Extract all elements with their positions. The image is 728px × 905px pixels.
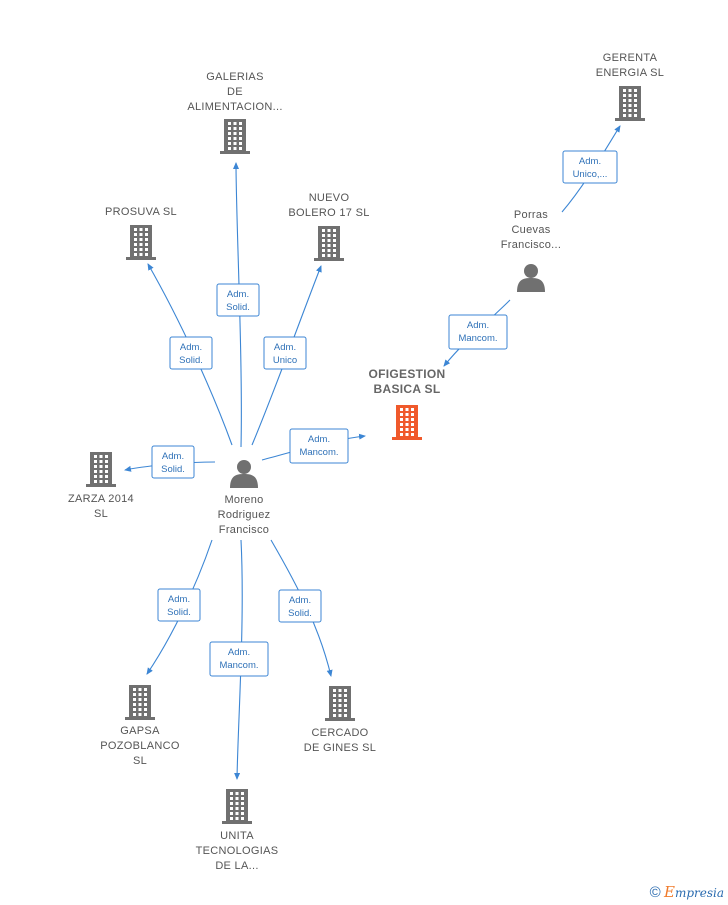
edge-moreno-to-unita: Adm. Mancom. bbox=[209, 539, 269, 780]
edge-role-text: Adm. bbox=[180, 342, 202, 353]
node-label: UNITA bbox=[220, 830, 254, 842]
building-icon bbox=[222, 789, 252, 824]
edge-role-badge[interactable]: Adm. Solid. bbox=[157, 588, 201, 622]
edge-moreno-to-zarza: Adm. Solid. bbox=[124, 445, 216, 479]
edge-role-badge[interactable]: Adm. Solid. bbox=[169, 336, 213, 370]
edge-role-text: Mancom. bbox=[458, 333, 497, 344]
node-label: BASICA SL bbox=[374, 382, 441, 396]
node-nuevo[interactable]: NUEVO BOLERO 17 SL bbox=[288, 192, 369, 261]
node-prosuva[interactable]: PROSUVA SL bbox=[105, 206, 177, 260]
node-label: POZOBLANCO bbox=[100, 740, 180, 752]
edge-role-text: Adm. bbox=[308, 434, 330, 445]
edge-role-badge[interactable]: Adm. Solid. bbox=[278, 589, 322, 623]
node-label: OFIGESTION bbox=[368, 367, 445, 381]
edge-moreno-to-gapsa: Adm. Solid. bbox=[146, 539, 213, 675]
edge-role-text: Solid. bbox=[161, 464, 185, 475]
building-icon bbox=[615, 86, 645, 121]
building-icon bbox=[86, 452, 116, 487]
node-label: GERENTA bbox=[603, 52, 658, 64]
node-label: DE bbox=[227, 86, 243, 98]
copyright-symbol: © bbox=[649, 884, 661, 901]
node-label: TECNOLOGIAS bbox=[196, 845, 279, 857]
node-label: ALIMENTACION... bbox=[187, 101, 282, 113]
node-label: CERCADO bbox=[311, 727, 368, 739]
edge-role-text: Adm. bbox=[289, 595, 311, 606]
edge-role-text: Adm. bbox=[274, 342, 296, 353]
node-gapsa[interactable]: GAPSA POZOBLANCO SL bbox=[100, 685, 180, 767]
edge-role-text: Adm. bbox=[227, 289, 249, 300]
node-cercado[interactable]: CERCADO DE GINES SL bbox=[304, 686, 376, 754]
node-label: DE LA... bbox=[215, 860, 258, 872]
node-label: Moreno bbox=[224, 494, 263, 506]
edge-role-badge[interactable]: Adm. Solid. bbox=[216, 283, 260, 317]
building-icon bbox=[392, 405, 422, 440]
brand-logo: © Empresia bbox=[650, 883, 724, 901]
building-icon bbox=[325, 686, 355, 721]
edge-role-badge[interactable]: Adm. Unico bbox=[263, 336, 307, 370]
node-label: Francisco... bbox=[501, 239, 561, 251]
edge-role-text: Unico,... bbox=[573, 169, 608, 180]
brand-name: mpresia bbox=[674, 886, 724, 900]
building-icon bbox=[314, 226, 344, 261]
node-galerias[interactable]: GALERIAS DE ALIMENTACION... bbox=[187, 71, 282, 154]
person-icon bbox=[517, 264, 545, 292]
node-label: GALERIAS bbox=[206, 71, 263, 83]
person-icon bbox=[230, 460, 258, 488]
building-icon bbox=[126, 225, 156, 260]
node-label: Cuevas bbox=[511, 224, 550, 236]
edge-role-badge[interactable]: Adm. Unico,... bbox=[562, 150, 618, 184]
building-icon bbox=[220, 119, 250, 154]
node-label: SL bbox=[133, 755, 147, 767]
node-unita[interactable]: UNITA TECNOLOGIAS DE LA... bbox=[196, 789, 279, 872]
node-label: ZARZA 2014 bbox=[68, 493, 134, 505]
node-label: Porras bbox=[514, 209, 548, 221]
edge-porras-to-ofigestion: Adm. Mancom. bbox=[443, 299, 511, 367]
edge-role-badge[interactable]: Adm. Solid. bbox=[151, 445, 195, 479]
node-label: PROSUVA SL bbox=[105, 206, 177, 218]
edge-role-text: Adm. bbox=[467, 320, 489, 331]
building-icon bbox=[125, 685, 155, 720]
edge-moreno-to-prosuva: Adm. Solid. bbox=[147, 263, 233, 446]
edge-moreno-to-galerias: Adm. Solid. bbox=[216, 162, 260, 448]
node-label: ENERGIA SL bbox=[596, 67, 664, 79]
edge-role-text: Adm. bbox=[168, 594, 190, 605]
edge-role-text: Mancom. bbox=[299, 447, 338, 458]
edge-role-badge[interactable]: Adm. Mancom. bbox=[289, 428, 349, 464]
node-porras[interactable]: PorrasCuevasFrancisco... bbox=[501, 209, 561, 292]
node-label: NUEVO bbox=[309, 192, 350, 204]
edge-moreno-to-cercado: Adm. Solid. bbox=[270, 539, 333, 677]
brand-initial: E bbox=[663, 883, 675, 901]
edge-role-badge[interactable]: Adm. Mancom. bbox=[448, 314, 508, 350]
node-label: Francisco bbox=[219, 524, 269, 536]
node-label: BOLERO 17 SL bbox=[288, 207, 369, 219]
edges-layer: Adm.Solid.Adm.Solid.Adm.UnicoAdm.Mancom.… bbox=[124, 125, 621, 780]
edge-role-text: Solid. bbox=[179, 355, 203, 366]
edge-role-text: Adm. bbox=[228, 647, 250, 658]
edge-moreno-to-nuevo: Adm. Unico bbox=[251, 265, 322, 446]
edge-role-text: Solid. bbox=[226, 302, 250, 313]
edge-role-badge[interactable]: Adm. Mancom. bbox=[209, 641, 269, 677]
node-label: Rodriguez bbox=[218, 509, 271, 521]
node-gerenta[interactable]: GERENTA ENERGIA SL bbox=[596, 52, 664, 121]
edge-role-text: Mancom. bbox=[219, 660, 258, 671]
edge-role-text: Solid. bbox=[167, 607, 191, 618]
edge-role-text: Unico bbox=[273, 355, 297, 366]
edge-role-text: Adm. bbox=[162, 451, 184, 462]
node-label: DE GINES SL bbox=[304, 742, 376, 754]
node-label: SL bbox=[94, 508, 108, 520]
edge-moreno-to-ofigestion: Adm. Mancom. bbox=[261, 428, 366, 464]
node-label: GAPSA bbox=[120, 725, 160, 737]
edge-porras-to-gerenta: Adm. Unico,... bbox=[561, 125, 621, 213]
edge-role-text: Solid. bbox=[288, 608, 312, 619]
edge-role-text: Adm. bbox=[579, 156, 601, 167]
